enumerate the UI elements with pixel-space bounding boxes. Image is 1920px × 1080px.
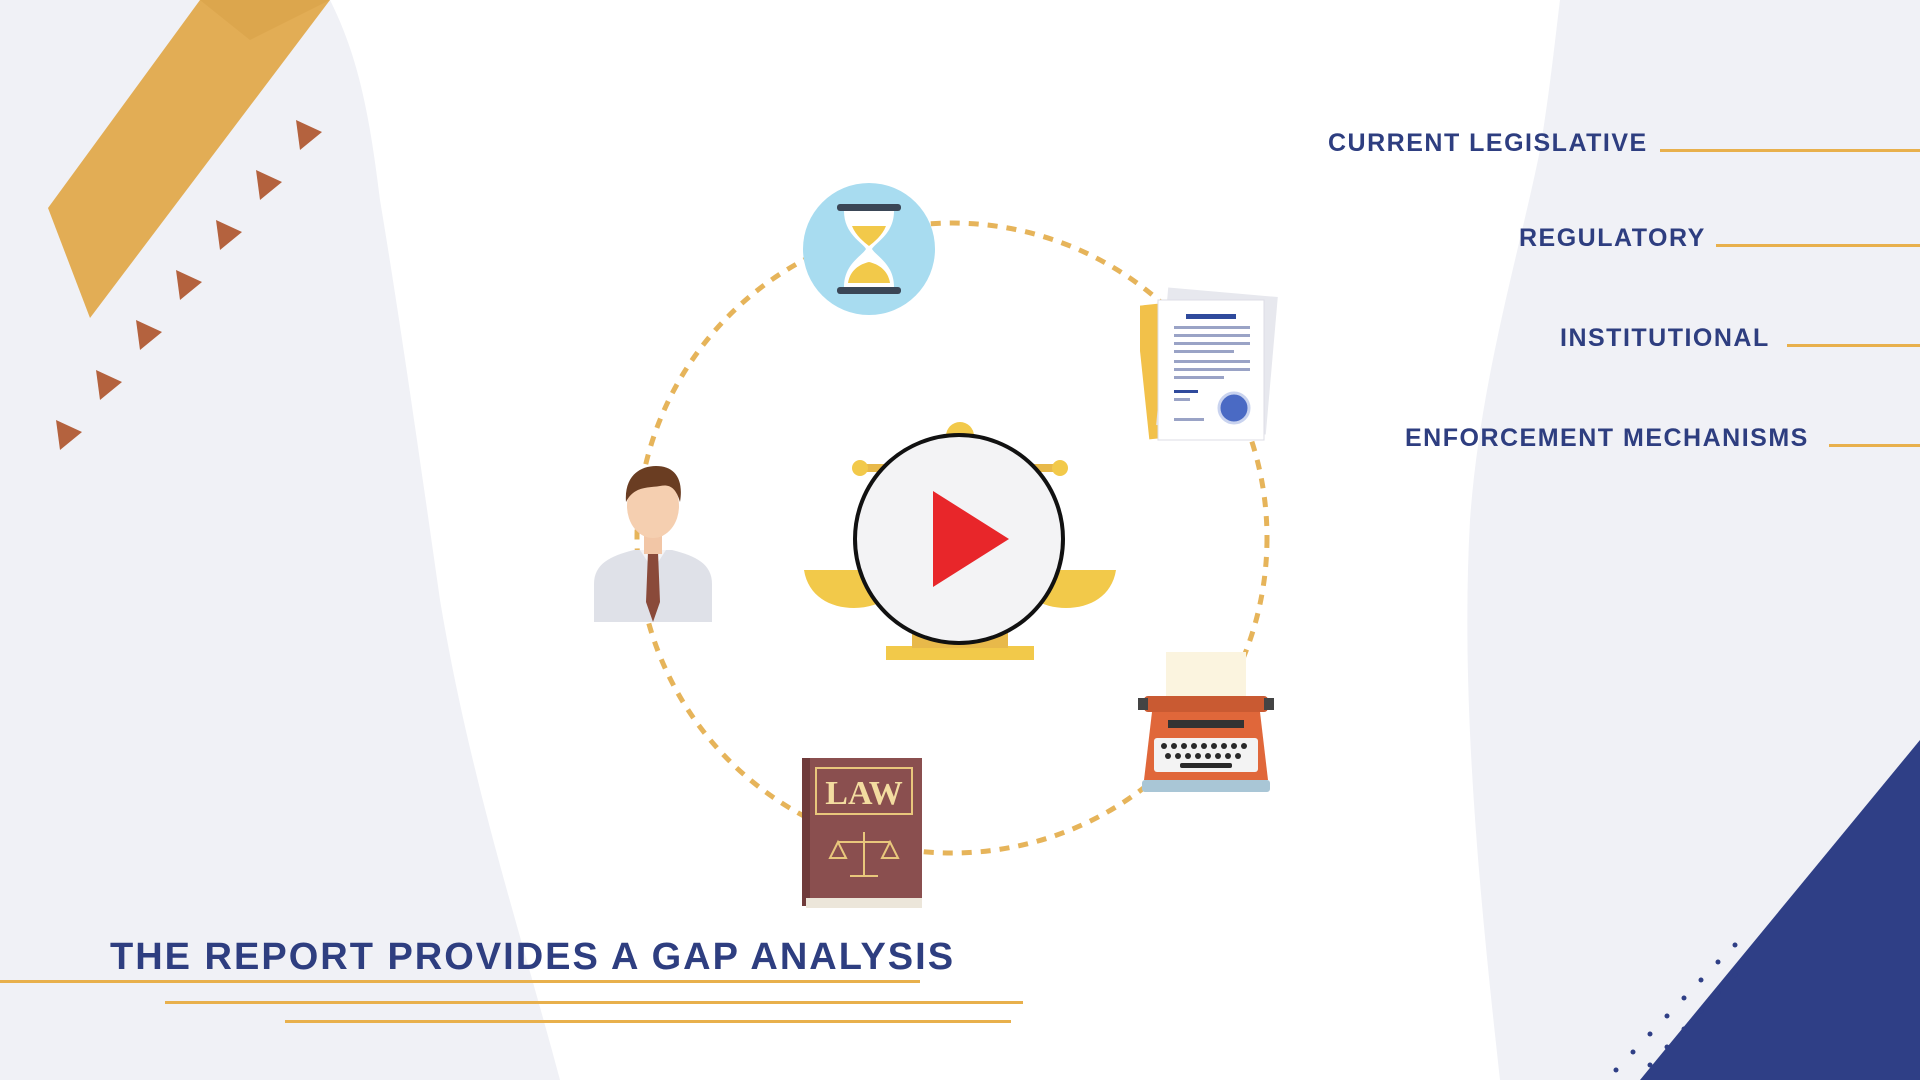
label-current-legislative: CURRENT LEGISLATIVE: [1328, 129, 1648, 157]
certificate-document-icon: [1135, 278, 1280, 448]
typewriter-icon: [1138, 650, 1274, 796]
caption-text: THE REPORT PROVIDES A GAP ANALYSIS: [110, 936, 956, 978]
label-line-enforcement-mechanisms: [1829, 444, 1920, 447]
law-book-title: LAW: [825, 775, 902, 812]
label-regulatory: REGULATORY: [1519, 224, 1706, 252]
label-institutional: INSTITUTIONAL: [1560, 324, 1770, 352]
label-enforcement-mechanisms: ENFORCEMENT MECHANISMS: [1405, 424, 1809, 452]
play-button[interactable]: [853, 433, 1065, 645]
hourglass-icon: [802, 182, 936, 316]
label-line-regulatory: [1716, 244, 1920, 247]
label-line-current-legislative: [1660, 149, 1920, 152]
play-icon: [933, 491, 1009, 587]
caption-line-2: [165, 1001, 1023, 1004]
law-book-icon: LAW: [802, 754, 924, 910]
businessman-icon: [590, 452, 716, 622]
caption-line-1: [0, 980, 920, 983]
caption-line-3: [285, 1020, 1011, 1023]
label-line-institutional: [1787, 344, 1920, 347]
